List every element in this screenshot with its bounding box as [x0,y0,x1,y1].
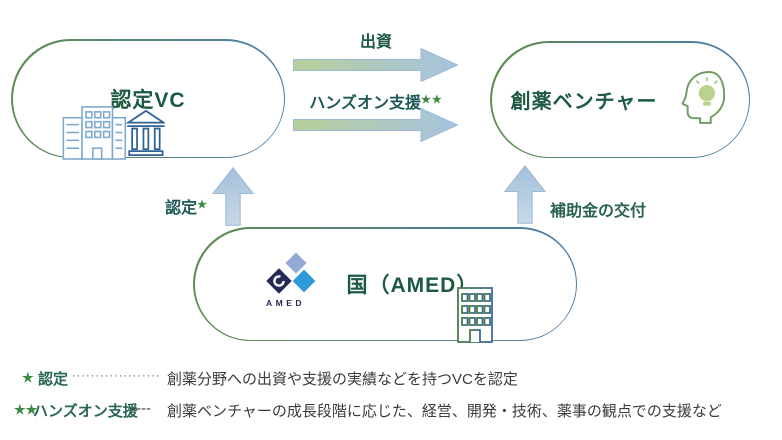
footnote2-term: ハンズオン支援 [33,403,138,420]
footnote1-leader: ········································ [72,370,162,382]
node-drug-venture: 創薬ベンチャー [490,41,750,158]
building-icon [452,283,498,343]
head-lightbulb-icon [679,69,729,130]
footnote1-text: 創薬分野への出資や支援の実績などを持つVCを認定 [167,371,518,388]
subsidy-arrow-icon [503,164,547,224]
footnote1-term: 認定 [38,371,69,388]
subsidy-label: 補助金の交付 [550,203,647,220]
handson-arrow-icon [293,107,459,143]
node-certified-vc: 認定VC [11,39,285,160]
government-amed-label: 国（AMED） [346,274,479,297]
certification-label: 認定★ [120,194,208,218]
investment-arrow-icon [293,47,459,83]
handson-label: ハンズオン支援★★ [293,89,459,113]
amed-logo: AMED [265,251,339,309]
node-government-amed-body: AMED 国（AMED） [194,228,576,343]
handson-stars: ★★ [420,94,443,106]
handson-label-text: ハンズオン支援 [309,95,421,112]
certification-label-text: 認定 [165,200,198,217]
node-drug-venture-body: 創薬ベンチャー [491,42,749,157]
investment-label-text: 出資 [359,34,392,51]
footnote2-text: 創薬ベンチャーの成長段階に応じた、経営、開発・技術、薬事の観点での支援など [167,403,722,420]
certification-arrow-icon [211,166,255,226]
footnote2-leader: ---- [131,400,151,417]
certification-star: ★ [197,199,208,211]
node-government-amed: AMED 国（AMED） [193,227,577,343]
drug-venture-label: 創薬ベンチャー [510,91,658,113]
amed-logo-text: AMED [266,298,305,308]
node-certified-vc-body: 認定VC [12,40,284,160]
footnote1-star: ★ [22,370,34,385]
office-buildings-icon [59,103,167,160]
investment-label: 出資 [293,28,459,52]
footnote2-stars: ★★ [14,402,38,417]
certified-vc-label: 認定VC [110,88,186,112]
